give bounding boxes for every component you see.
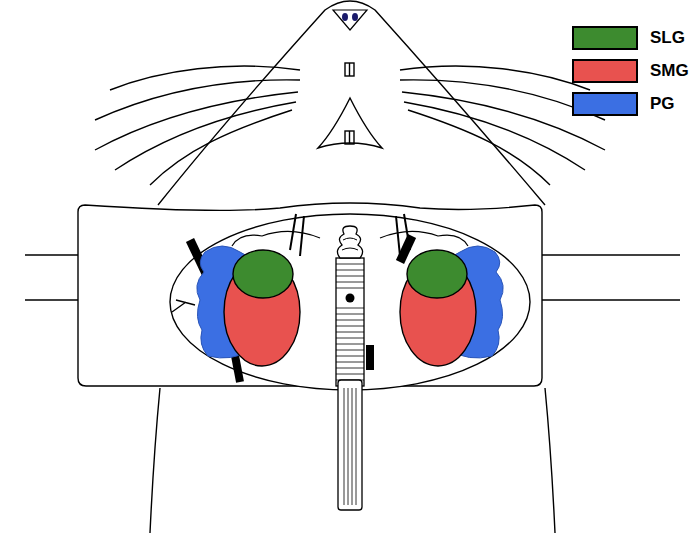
incision [170,214,530,390]
body-outline [150,388,160,533]
larynx [342,238,358,250]
forelimb [540,299,680,300]
mouth [318,98,382,148]
whisker [404,102,585,170]
tracheal-dot [346,294,355,303]
vessel [366,345,374,370]
legend-row: PG [572,92,675,116]
forelimb [25,299,80,300]
legend-label: SLG [650,28,685,48]
whisker [95,92,298,150]
head-outline [158,1,545,205]
legend-row: SLG [572,26,685,50]
tooth [345,63,354,76]
duct [404,214,410,250]
larynx [337,226,362,258]
whisker [95,80,300,120]
tooth [349,131,350,144]
forelimb [25,254,80,255]
tooth [349,63,350,76]
legend-label: PG [650,94,675,114]
forelimb [540,254,680,255]
legend-swatch [572,26,638,50]
duct [290,214,296,250]
whisker [408,110,550,185]
duct [396,216,400,256]
nose [333,10,367,30]
vessel [172,300,195,312]
sublingual-gland [233,250,293,298]
legend-label: SMG [650,61,689,81]
trachea-rings [336,264,364,380]
esophagus [338,380,362,510]
body-outline [545,388,555,533]
nostril [342,13,348,21]
esophagus-stripes [344,388,356,505]
legend-swatch [572,59,638,83]
nostril [352,13,358,21]
sublingual-gland [407,250,467,298]
tooth [345,131,354,144]
legend-row: SMG [572,59,689,83]
duct [300,216,304,256]
whisker [150,110,292,185]
whisker [115,102,296,170]
legend-swatch [572,92,638,116]
trachea [336,258,364,386]
